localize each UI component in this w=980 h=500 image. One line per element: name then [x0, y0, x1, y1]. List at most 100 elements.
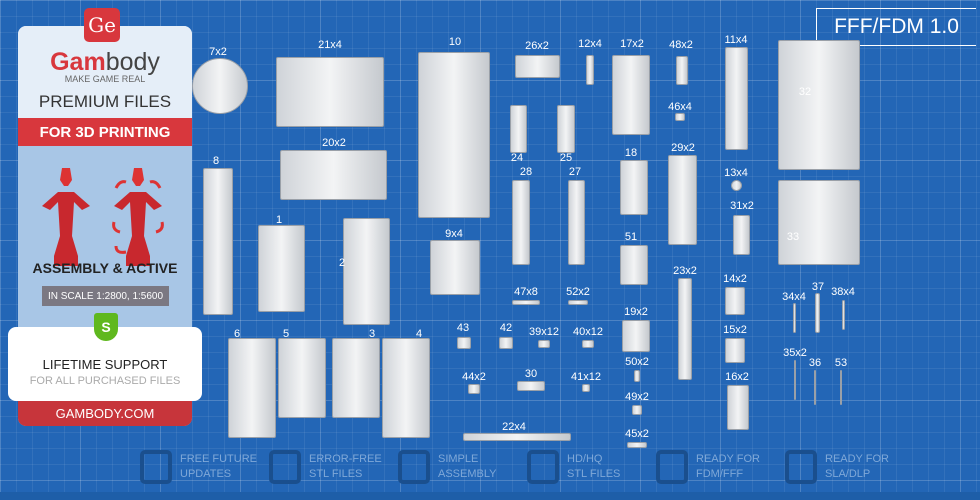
part-label: 29x2	[671, 142, 695, 154]
model-part	[280, 150, 387, 200]
model-part	[512, 180, 530, 265]
part-label: 43	[456, 322, 470, 334]
model-part	[815, 293, 820, 333]
for-printing-banner: FOR 3D PRINTING	[18, 118, 192, 146]
model-part	[430, 240, 480, 295]
part-label: 8	[212, 155, 220, 167]
brand-rest: body	[105, 48, 160, 76]
model-part	[634, 370, 640, 382]
part-label: 18	[624, 147, 638, 159]
part-label: 40x12	[573, 326, 603, 338]
model-part	[612, 55, 650, 135]
part-label: 32	[798, 86, 812, 98]
part-label: 22x4	[502, 421, 526, 433]
part-label: 27	[568, 166, 582, 178]
bottom-strip	[0, 492, 980, 500]
part-label: 48x2	[669, 39, 693, 51]
part-label: 2	[338, 257, 346, 269]
part-label: 4	[415, 328, 423, 340]
part-label: 41x12	[571, 371, 601, 383]
part-label: 14x2	[723, 273, 747, 285]
model-part	[192, 58, 248, 114]
model-part	[517, 381, 545, 391]
part-label: 38x4	[831, 286, 855, 298]
part-label: 33	[786, 231, 800, 243]
model-part	[814, 370, 816, 405]
part-label: 37	[811, 281, 825, 293]
model-part	[676, 56, 688, 85]
part-label: 23x2	[673, 265, 697, 277]
model-part	[332, 338, 380, 418]
tagline: MAKE GAME REAL	[64, 74, 146, 84]
model-part	[538, 340, 550, 348]
feature-line1: READY FOR	[696, 453, 760, 465]
model-part	[586, 55, 594, 85]
part-label: 16x2	[725, 371, 749, 383]
part-label: 7x2	[209, 46, 227, 58]
part-label: 26x2	[525, 40, 549, 52]
feature-line2: FDM/FFF	[696, 468, 744, 480]
model-part	[382, 338, 430, 438]
feature-text: READY FOR FDM/FFF	[696, 452, 760, 482]
part-label: 6	[233, 328, 241, 340]
part-label: 3	[368, 328, 376, 340]
model-part	[568, 180, 585, 265]
model-part	[842, 300, 845, 330]
logo-badge: Ge	[84, 8, 120, 42]
model-part	[627, 442, 647, 448]
feature-line2: UPDATES	[180, 468, 232, 480]
site-link[interactable]: GAMBODY.COM	[18, 401, 192, 426]
model-part	[582, 384, 590, 392]
part-label: 52x2	[566, 286, 590, 298]
part-label: 5	[282, 328, 290, 340]
puzzle-icon	[398, 450, 430, 484]
model-part	[418, 52, 490, 218]
feature-line2: SLA/DLP	[825, 468, 871, 480]
premium-files: PREMIUM FILES	[38, 92, 172, 111]
model-part	[840, 370, 842, 405]
part-label: 42	[499, 322, 513, 334]
model-part	[622, 320, 650, 352]
part-label: 46x4	[668, 101, 692, 113]
model-part	[793, 303, 796, 333]
part-label: 45x2	[625, 428, 649, 440]
file-check-icon	[269, 450, 301, 484]
assembly-active-label: ASSEMBLY & ACTIVE	[32, 260, 178, 276]
part-label: 25	[559, 152, 573, 164]
part-label: 17x2	[620, 38, 644, 50]
model-part	[568, 300, 588, 305]
part-label: 36	[808, 357, 822, 369]
model-part	[778, 180, 860, 265]
part-label: 1	[275, 214, 283, 226]
info-panel: Ge Gambody MAKE GAME REAL PREMIUM FILES …	[8, 8, 202, 426]
model-part	[463, 433, 571, 441]
part-label: 10	[448, 36, 462, 48]
sla-printer-icon	[785, 450, 817, 484]
part-label: 9x4	[445, 228, 463, 240]
part-label: 12x4	[578, 38, 602, 50]
fdm-printer-icon	[656, 450, 688, 484]
model-part	[778, 40, 860, 170]
model-part	[510, 105, 527, 153]
part-label: 15x2	[723, 324, 747, 336]
part-label: 21x4	[318, 39, 342, 51]
feature-line2: STL FILES	[309, 468, 363, 480]
model-part	[457, 337, 471, 349]
model-part	[203, 168, 233, 315]
version-label: FFF/FDM 1.0	[816, 8, 976, 46]
scale-label: IN SCALE 1:2800, 1:5600	[42, 286, 169, 306]
part-label: 35x2	[783, 347, 807, 359]
model-part	[512, 300, 540, 305]
model-part	[499, 337, 513, 349]
model-part	[582, 340, 594, 348]
model-part	[725, 287, 745, 315]
